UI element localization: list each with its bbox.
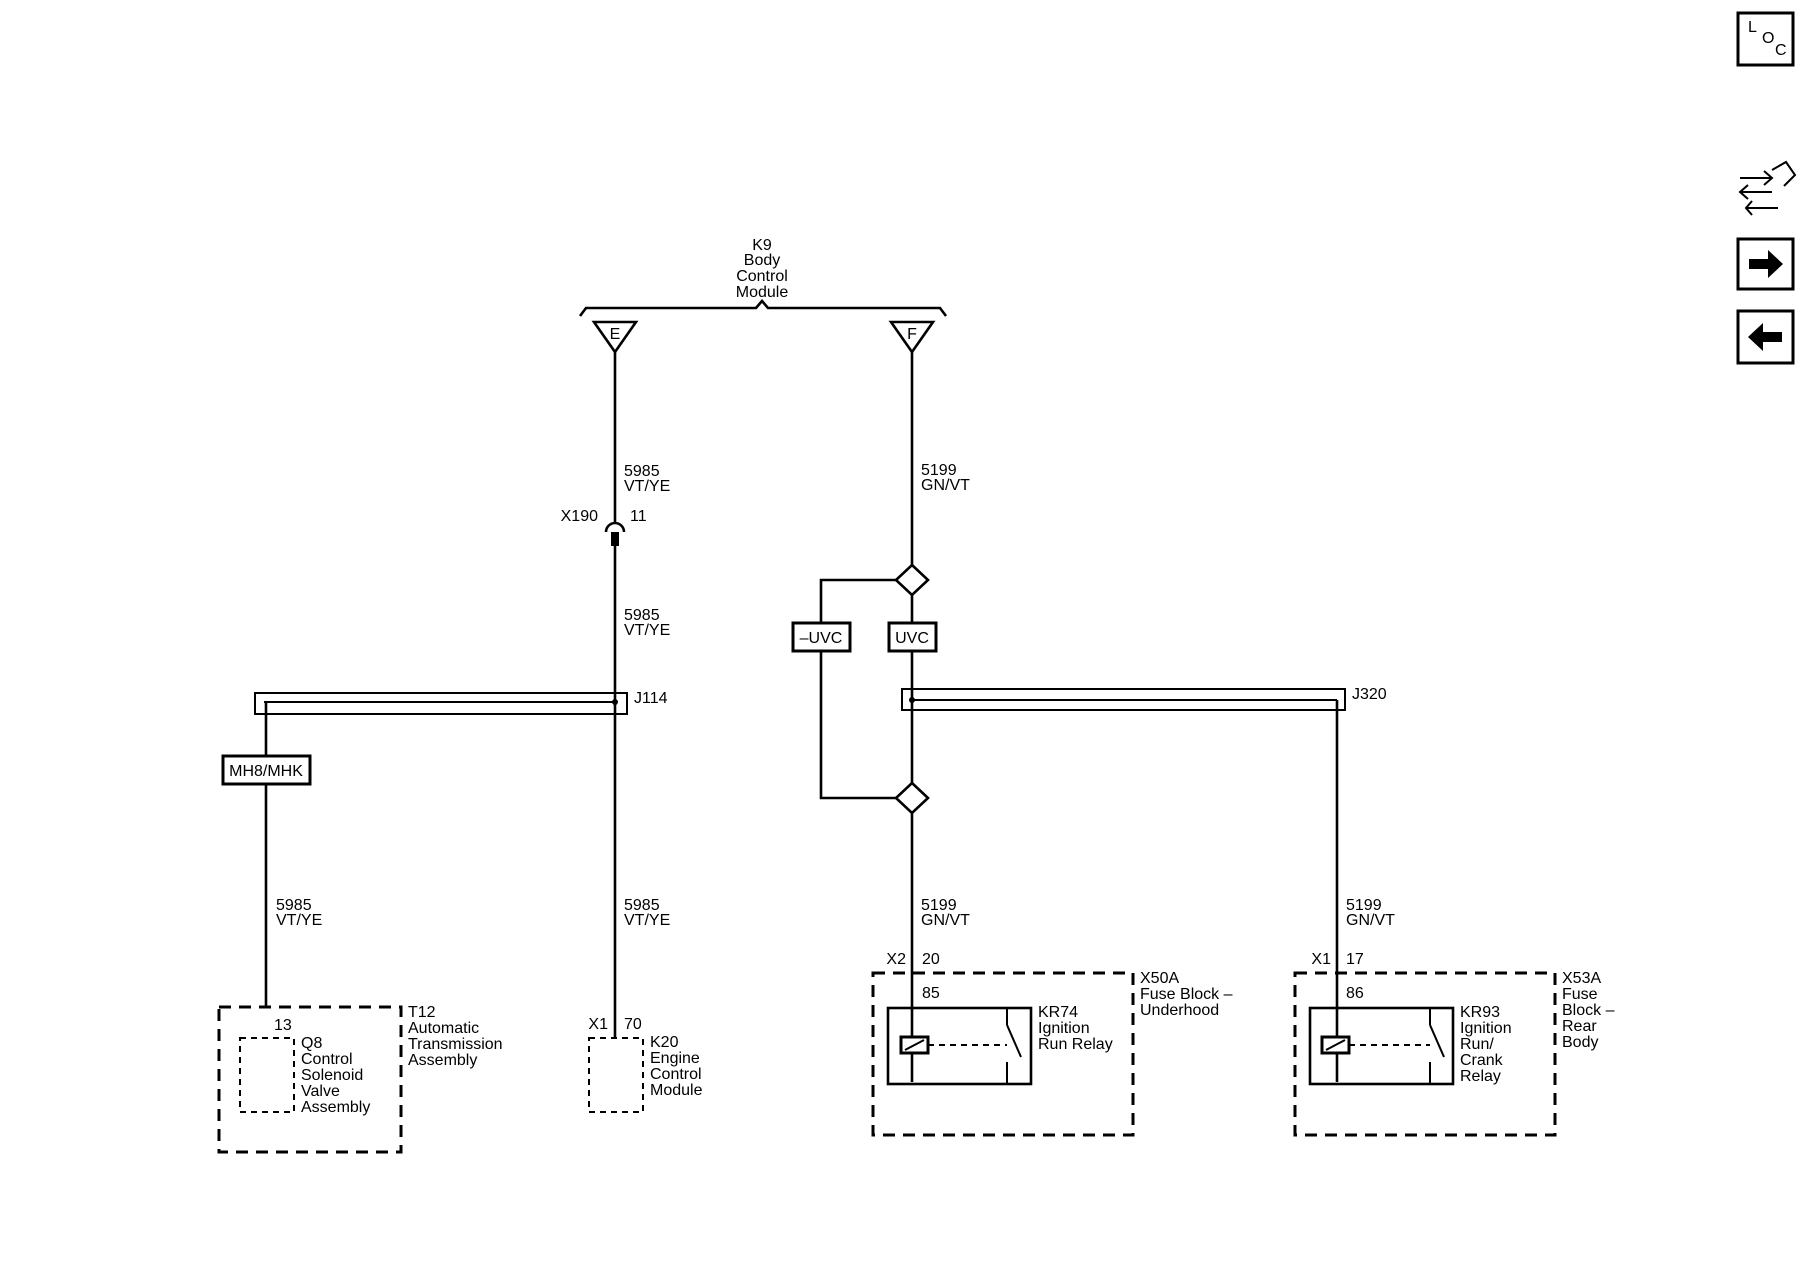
t12-line1: Automatic bbox=[408, 1020, 479, 1037]
wire-5985-right-number: 5985 bbox=[624, 897, 660, 914]
previous-page-button[interactable] bbox=[1736, 309, 1795, 365]
loc-letter-l: L bbox=[1748, 19, 1757, 36]
splice-j320-label: J320 bbox=[1352, 686, 1387, 703]
module-k9-line1: Body bbox=[744, 252, 780, 269]
kr93-line2: Run/ bbox=[1460, 1036, 1494, 1053]
kr74-line2: Run Relay bbox=[1038, 1036, 1113, 1053]
kr93-line4: Relay bbox=[1460, 1068, 1501, 1085]
x50a-connector: X2 bbox=[886, 951, 906, 968]
module-k9-line3: Module bbox=[736, 284, 789, 301]
k20-connector: X1 bbox=[588, 1016, 608, 1033]
q8-id: Q8 bbox=[301, 1035, 322, 1052]
splice-j114-label: J114 bbox=[634, 690, 668, 707]
component-x53a: X1 17 86 X53A Fuse Block – Rear Body KR9… bbox=[1293, 951, 1615, 1137]
q8-line4: Assembly bbox=[301, 1099, 370, 1116]
x50a-line1: Fuse Block – bbox=[1140, 986, 1233, 1003]
arrow-right-icon bbox=[1749, 250, 1783, 278]
loc-letter-o: O bbox=[1762, 30, 1774, 47]
module-k9-id: K9 bbox=[752, 237, 772, 254]
wire-5985-left-color: VT/YE bbox=[276, 912, 322, 929]
x53a-line2: Block – bbox=[1562, 1002, 1615, 1019]
option-neg-uvc: –UVC bbox=[791, 621, 852, 653]
pin-e: E bbox=[591, 320, 639, 355]
connector-tool-icon[interactable] bbox=[1738, 160, 1797, 216]
splice-j320: J320 bbox=[901, 686, 1387, 711]
option-node-bottom bbox=[894, 781, 930, 815]
wire-5199-left-color: GN/VT bbox=[921, 912, 970, 929]
x53a-id: X53A bbox=[1562, 970, 1601, 987]
k20-line3: Module bbox=[650, 1082, 703, 1099]
component-t12: 13 T12 Automatic Transmission Assembly Q… bbox=[217, 1004, 503, 1154]
wire-5199-upper-number: 5199 bbox=[921, 462, 957, 479]
option-node-top bbox=[894, 563, 930, 597]
next-page-button[interactable] bbox=[1736, 237, 1795, 291]
k20-line1: Engine bbox=[650, 1050, 700, 1067]
pin-f: F bbox=[888, 320, 936, 355]
x53a-line1: Fuse bbox=[1562, 986, 1598, 1003]
x50a-relay-pin: 85 bbox=[922, 985, 940, 1002]
kr74-id: KR74 bbox=[1038, 1004, 1078, 1021]
wire-uvc-loop bbox=[819, 578, 896, 800]
wire-5985-left-number: 5985 bbox=[276, 897, 312, 914]
wire-5985-middle-number: 5985 bbox=[624, 607, 660, 624]
wire-5985-middle-color: VT/YE bbox=[624, 622, 670, 639]
wire-5199-right-number: 5199 bbox=[1346, 897, 1382, 914]
x53a-connector: X1 bbox=[1311, 951, 1331, 968]
pin-f-label: F bbox=[907, 326, 917, 343]
k20-id: K20 bbox=[650, 1034, 679, 1051]
x53a-line3: Rear bbox=[1562, 1018, 1597, 1035]
x53a-line4: Body bbox=[1562, 1034, 1598, 1051]
kr93-id: KR93 bbox=[1460, 1004, 1500, 1021]
q8-line1: Control bbox=[301, 1051, 353, 1068]
splice-j114: J114 bbox=[254, 690, 668, 715]
t12-id: T12 bbox=[408, 1004, 436, 1021]
t12-line2: Transmission bbox=[408, 1036, 503, 1053]
wire-5985-right-color: VT/YE bbox=[624, 912, 670, 929]
wire-5985-upper-color: VT/YE bbox=[624, 478, 670, 495]
x190-label: X190 bbox=[561, 508, 598, 525]
pin-e-label: E bbox=[610, 326, 621, 343]
q8-line2: Solenoid bbox=[301, 1067, 363, 1084]
x50a-id: X50A bbox=[1140, 970, 1179, 987]
t12-pin: 13 bbox=[274, 1017, 292, 1034]
kr93-line1: Ignition bbox=[1460, 1020, 1512, 1037]
wire-5199-upper-color: GN/VT bbox=[921, 477, 970, 494]
k20-line2: Control bbox=[650, 1066, 702, 1083]
module-k9-label: K9 Body Control Module bbox=[736, 237, 789, 301]
kr93-line3: Crank bbox=[1460, 1052, 1504, 1069]
x50a-line2: Underhood bbox=[1140, 1002, 1219, 1019]
arrow-left-icon bbox=[1748, 323, 1782, 351]
t12-line3: Assembly bbox=[408, 1052, 477, 1069]
module-k9-bracket bbox=[578, 299, 948, 317]
x53a-relay-pin: 86 bbox=[1346, 985, 1364, 1002]
component-x50a: X2 20 85 X50A Fuse Block – Underhood KR7… bbox=[871, 951, 1233, 1137]
relay-kr93: KR93 Ignition Run/ Crank Relay bbox=[1308, 1004, 1512, 1086]
wire-5199-right-color: GN/VT bbox=[1346, 912, 1395, 929]
inline-connector-x190: X190 11 bbox=[561, 508, 647, 546]
x50a-pin: 20 bbox=[922, 951, 940, 968]
option-uvc: UVC bbox=[887, 621, 938, 653]
option-uvc-label: UVC bbox=[895, 630, 929, 647]
location-button[interactable]: L O C bbox=[1736, 11, 1795, 67]
relay-kr74: KR74 Ignition Run Relay bbox=[886, 1004, 1113, 1086]
option-neg-uvc-label: –UVC bbox=[800, 630, 843, 647]
option-mh8-label: MH8/MHK bbox=[229, 763, 303, 780]
q8-line3: Valve bbox=[301, 1083, 340, 1100]
x53a-pin: 17 bbox=[1346, 951, 1364, 968]
kr74-line1: Ignition bbox=[1038, 1020, 1090, 1037]
loc-letter-c: C bbox=[1775, 42, 1787, 59]
wire-5199-left-number: 5199 bbox=[921, 897, 957, 914]
wire-5985-upper-number: 5985 bbox=[624, 463, 660, 480]
x190-pin: 11 bbox=[630, 508, 647, 525]
component-k20: X1 70 K20 Engine Control Module bbox=[588, 1016, 703, 1113]
module-k9-line2: Control bbox=[736, 268, 788, 285]
option-mh8-mhk: MH8/MHK bbox=[221, 754, 312, 786]
k20-pin: 70 bbox=[624, 1016, 642, 1033]
